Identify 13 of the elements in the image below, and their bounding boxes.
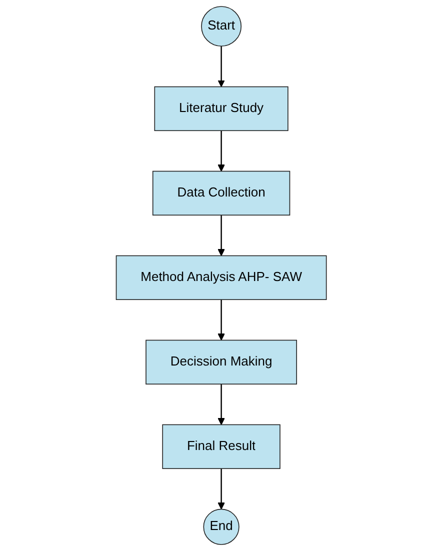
arrow — [218, 130, 226, 172]
node-box: Final Result — [162, 424, 281, 469]
arrow — [218, 46, 226, 88]
arrow — [218, 300, 226, 341]
node-box: Data Collection — [152, 170, 290, 216]
arrow — [218, 215, 226, 256]
arrow — [218, 468, 226, 510]
node-circle: End — [203, 508, 240, 545]
arrow — [218, 384, 226, 426]
node-box: Decission Making — [146, 340, 298, 384]
node-circle: Start — [201, 6, 242, 47]
node-box: Method Analysis AHP- SAW — [116, 255, 327, 300]
node-box: Literatur Study — [154, 86, 289, 132]
